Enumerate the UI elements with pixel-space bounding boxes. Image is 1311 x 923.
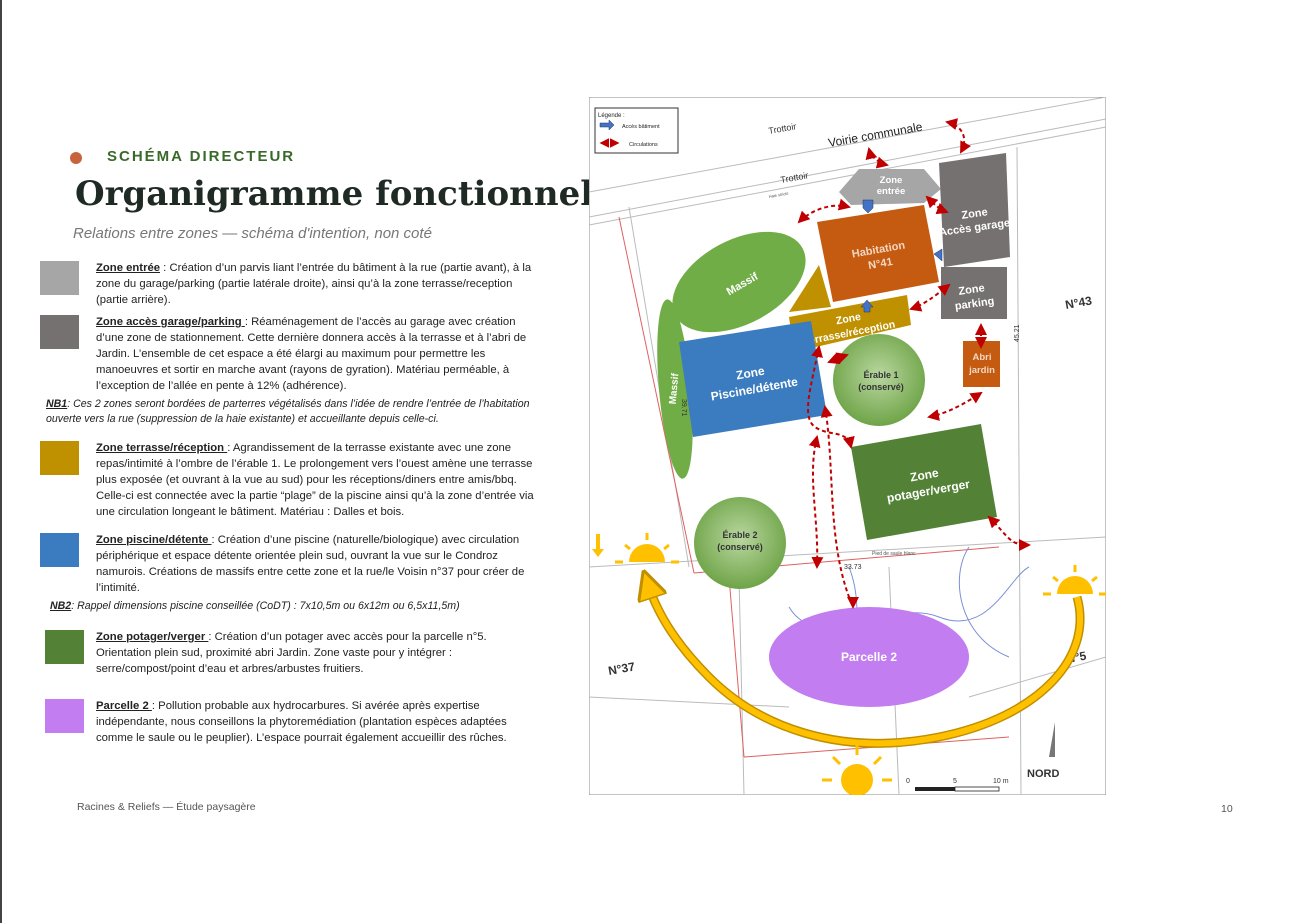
page-number: 10: [1221, 803, 1233, 815]
label-garage-1: Zone: [961, 206, 989, 222]
label-nord: NORD: [1027, 768, 1059, 780]
circulation-arrows: [797, 118, 1031, 609]
sun-path-arc-inner: [649, 587, 1084, 747]
note-nb2: NB2: Rappel dimensions piscine conseillé…: [50, 600, 460, 612]
scale-bar: 0 5 10 m: [906, 778, 1009, 792]
access-garage-icon: [933, 248, 943, 262]
scale-label-10: 10 m: [993, 778, 1009, 785]
page-border: [0, 0, 2, 923]
legend-text: Zone terrasse/réception : Agrandissement…: [96, 442, 534, 518]
note-nb1: NB1: Ces 2 zones seront bordées de parte…: [46, 398, 530, 425]
label-erable2-1: Érable 2: [722, 530, 757, 540]
dim-right-label: 45.21: [1014, 324, 1021, 342]
sun-west-icon: [592, 533, 679, 564]
label-trottoir-top: Trottoir: [768, 121, 797, 136]
plan-legend: Légende : Accès bâtiment Circulations: [594, 107, 679, 154]
label-abri-1: Abri: [973, 352, 992, 363]
label-abri-2: jardin: [968, 365, 995, 376]
label-parking-2: parking: [954, 295, 995, 312]
label-terrasse-1: Zone: [835, 311, 862, 328]
zone-potager-shape: [851, 424, 997, 540]
label-erable1-1: Érable 1: [863, 370, 898, 380]
sun-east-icon: [1043, 565, 1106, 596]
label-habitation-2: N°41: [867, 256, 893, 272]
legend-text: Parcelle 2 : Pollution probable aux hydr…: [96, 700, 507, 744]
label-saule: Pied de saule blanc: [872, 551, 916, 557]
sun-south-icon: [822, 745, 892, 795]
label-parking-1: Zone: [958, 282, 986, 298]
site-plan-diagram: Légende : Accès bâtiment Circulations Tr…: [589, 97, 1106, 795]
dim-left-label: 39.71: [680, 399, 687, 417]
plan-legend-circulation: Circulations: [629, 142, 658, 148]
label-massif-west: Massif: [668, 372, 682, 405]
label-zone-entree-1: Zone: [880, 175, 903, 186]
zone-terrasse-shape: [789, 295, 911, 352]
label-piscine-1: Zone: [735, 364, 766, 383]
massif-north-shape: [672, 231, 806, 333]
access-entree-icon: [862, 199, 874, 214]
north-arrow-icon: [1049, 722, 1055, 757]
legend-text: Zone accès garage/parking : Réaménagemen…: [96, 316, 527, 392]
label-zone-entree-2: entrée: [877, 186, 906, 197]
zone-garage-shape: [939, 153, 1010, 267]
label-n43: N°43: [1064, 293, 1093, 311]
label-erable2-2: (conservé): [717, 542, 763, 552]
access-arrow-icon: [599, 119, 615, 131]
erable-2-shape: [694, 497, 786, 589]
plan-legend-access: Accès bâtiment: [622, 124, 660, 130]
zone-entree-shape: [839, 169, 941, 205]
legend-swatch: [45, 699, 84, 733]
zone-parking-shape: [941, 267, 1007, 319]
label-erable1-2: (conservé): [858, 382, 904, 392]
label-trottoir-bottom: Trottoir: [780, 170, 809, 185]
zone-abri-shape: [963, 341, 1000, 387]
legend-swatch: [40, 315, 79, 349]
label-haie: Haie stricte: [768, 190, 789, 199]
plan-legend-title: Légende :: [598, 113, 625, 119]
zone-piscine-shape: [679, 321, 827, 437]
legend-swatch: [45, 630, 84, 664]
label-parcelle: Parcelle 2: [841, 650, 897, 664]
legend-swatch: [40, 441, 79, 475]
legend-text: Zone piscine/détente : Création d’une pi…: [96, 534, 525, 594]
scale-label-5: 5: [953, 778, 957, 785]
legend-swatch: [40, 533, 79, 567]
zone-habitation-shape: [817, 205, 939, 302]
section-bullet-icon: [70, 152, 82, 164]
legend-swatch: [40, 261, 79, 295]
scale-label-0: 0: [906, 778, 910, 785]
label-n37: N°37: [607, 659, 636, 677]
section-label: SCHÉMA DIRECTEUR: [107, 148, 296, 165]
erable-1-shape: [833, 334, 925, 426]
page-title: Organigramme fonctionnel: [75, 174, 594, 214]
access-terrasse-icon: [860, 299, 874, 313]
legend-text: Zone entrée : Création d’un parvis liant…: [96, 262, 532, 306]
footer-text: Racines & Reliefs — Étude paysagère: [77, 801, 256, 813]
legend-text: Zone potager/verger : Création d’un pota…: [96, 631, 487, 675]
dim-bottom-label: 33.73: [844, 564, 862, 571]
terrasse-triangle-shape: [789, 265, 831, 312]
zone-parcelle-2-shape: [769, 607, 969, 707]
label-potager-1: Zone: [909, 466, 940, 485]
page-subtitle: Relations entre zones — schéma d'intenti…: [73, 225, 432, 242]
